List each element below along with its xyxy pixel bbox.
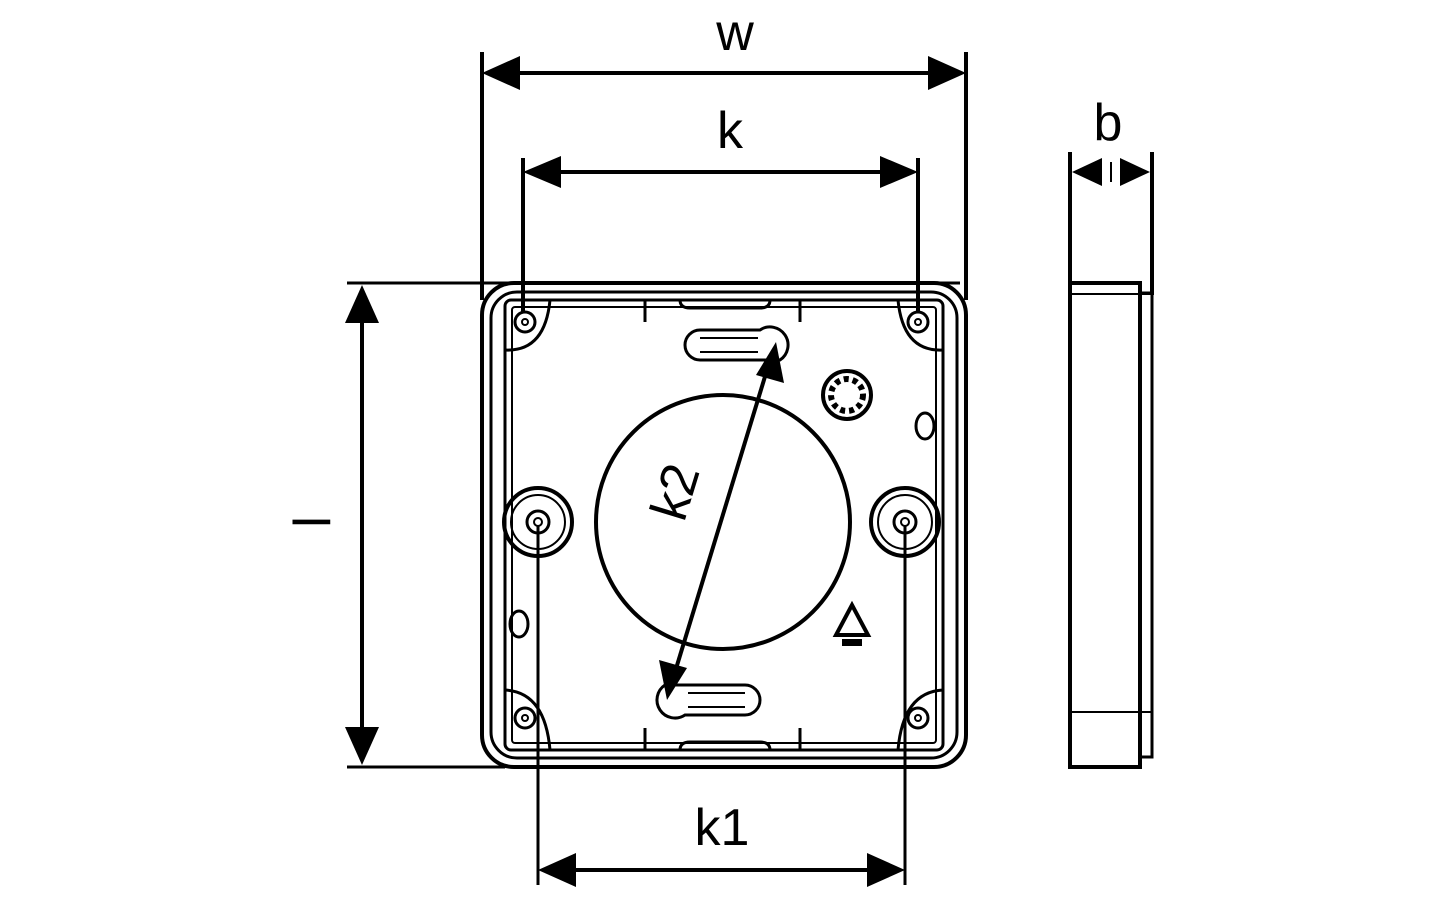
label-l: l	[284, 516, 342, 528]
recycling-symbol-icon	[832, 600, 872, 646]
rotation-indicator-icon	[821, 369, 873, 421]
box-front-view: k1 k2	[480, 281, 968, 887]
keyhole-slot-top	[683, 325, 790, 362]
label-k: k	[717, 102, 744, 160]
box-side-view: b	[1068, 94, 1154, 769]
label-b: b	[1094, 94, 1123, 152]
dimension-w: w	[480, 4, 968, 300]
dimension-k: k	[521, 102, 920, 312]
label-k1: k1	[695, 799, 750, 857]
dimension-l: l	[284, 281, 960, 769]
label-k2: k2	[640, 457, 712, 526]
corner-holes	[504, 299, 944, 751]
label-w: w	[715, 4, 754, 62]
cable-entry-knockout	[594, 393, 852, 651]
